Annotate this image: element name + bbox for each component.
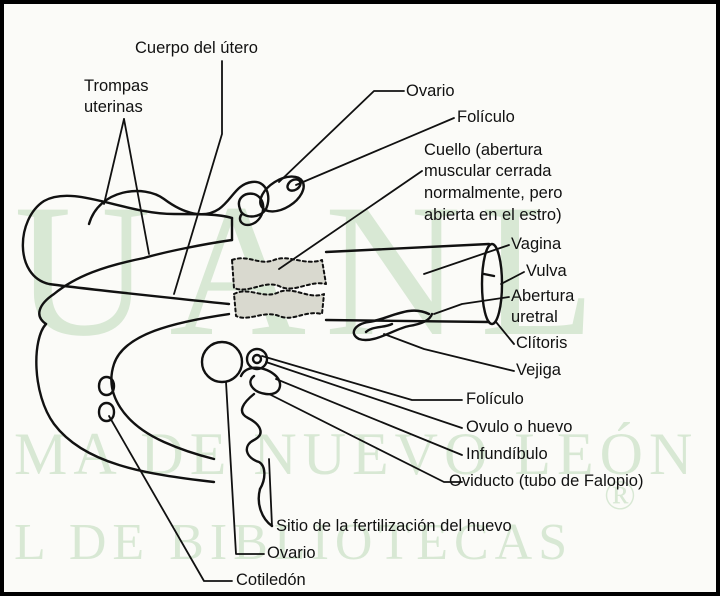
leader-sitio (269, 459, 272, 526)
label-trompas: Trompas (84, 77, 149, 96)
label-cuello-2: muscular cerrada (424, 162, 551, 181)
leader-vagina (424, 245, 509, 274)
leader-abertura (434, 297, 509, 314)
bladder (354, 311, 432, 340)
leader-trompas-a (104, 119, 124, 204)
lower-ovary (202, 342, 242, 382)
cervix (232, 258, 326, 317)
ovum (253, 355, 261, 363)
label-foliculo-top: Folículo (457, 108, 515, 127)
label-vulva: Vulva (526, 262, 567, 281)
leader-ovario-bottom (226, 382, 264, 554)
lower-follicle (247, 349, 267, 369)
uterus-outline (23, 196, 232, 482)
leader-ovulo (266, 362, 462, 428)
label-vagina: Vagina (511, 235, 561, 254)
label-ovario-top: Ovario (406, 82, 455, 101)
upper-oviduct (89, 182, 268, 225)
label-uretral: uretral (511, 308, 558, 327)
label-ovulo: Ovulo o huevo (466, 418, 572, 437)
vulva-opening (482, 244, 502, 324)
label-cuello-4: abierta en el estro) (424, 206, 562, 225)
label-cuerpo-utero: Cuerpo del útero (135, 39, 258, 58)
label-vejiga: Vejiga (516, 361, 561, 380)
leader-vejiga (384, 334, 514, 371)
label-sitio: Sitio de la fertilización del huevo (276, 517, 512, 536)
label-cuello-1: Cuello (abertura (424, 141, 542, 160)
leader-cuerpo (174, 61, 222, 294)
label-uterinas: uterinas (84, 98, 143, 117)
leader-ovario-top (279, 91, 404, 182)
label-oviducto: Oviducto (tubo de Falopio) (449, 472, 643, 491)
label-foliculo-bottom: Folículo (466, 390, 524, 409)
lower-oviduct (241, 368, 280, 526)
label-infundibulo: Infundíbulo (466, 445, 548, 464)
label-clitoris: Clítoris (516, 334, 567, 353)
leader-oviducto (269, 394, 462, 482)
label-cotiledon: Cotiledón (236, 571, 306, 590)
label-cuello-3: normalmente, pero (424, 184, 563, 203)
leader-vulva (501, 272, 524, 284)
leader-trompas-b (124, 119, 149, 254)
label-ovario-bottom: Ovario (267, 544, 316, 563)
label-abertura: Abertura (511, 287, 574, 306)
leader-cotiledon (109, 416, 232, 581)
